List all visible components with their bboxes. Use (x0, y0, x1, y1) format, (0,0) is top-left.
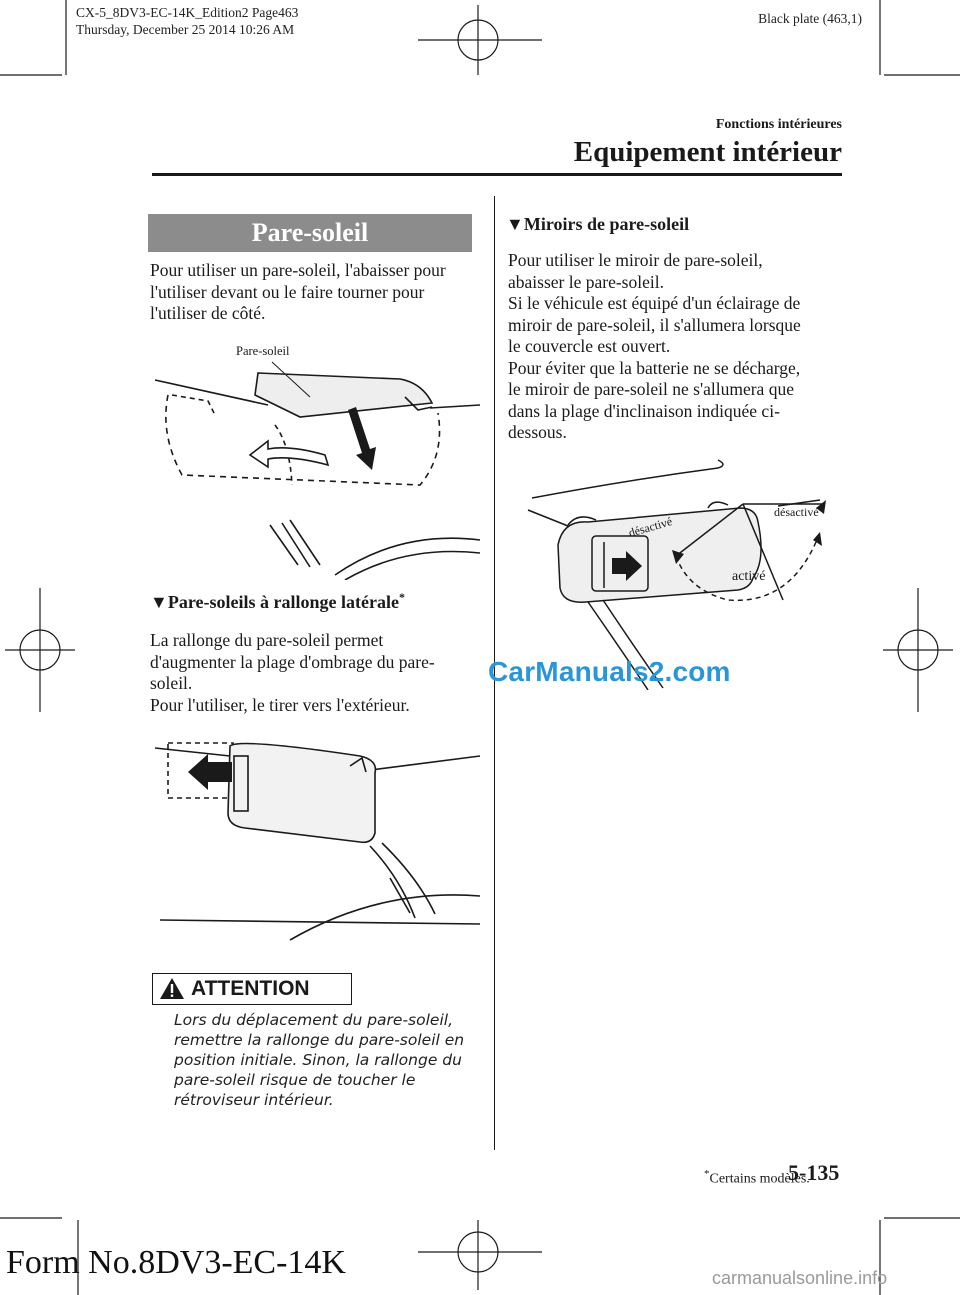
sub-heading-text: Pare-soleils à rallonge latérale (167, 592, 399, 612)
text-line: Pour utiliser un pare-soleil, l'abaisser… (150, 260, 446, 280)
triangle-marker-icon: ▼ (150, 592, 168, 612)
attention-badge: ATTENTION (152, 973, 352, 1005)
column-divider (494, 196, 495, 1150)
chapter-title: Fonctions intérieures (715, 117, 842, 132)
attention-text: Lors du déplacement du pare-soleil, reme… (174, 1010, 484, 1110)
text-line: La rallonge du pare-soleil permet (150, 630, 384, 650)
text-line: position initiale. Sinon, la rallonge du (174, 1051, 462, 1069)
section-title: Equipement intérieur (573, 136, 842, 168)
text-line: le couvercle est ouvert. (508, 336, 671, 356)
site-watermark: carmanualsonline.info (712, 1268, 888, 1288)
header-rule (152, 173, 842, 176)
text-line: d'augmenter la plage d'ombrage du pare- (150, 651, 435, 672)
sub-heading-text: Miroirs de pare-soleil (523, 214, 690, 234)
mirror-paragraph: Pour utiliser le miroir de pare-soleil, … (508, 250, 843, 444)
footnote: *Certains modèles. (704, 1168, 810, 1188)
footnote-star: * (704, 1168, 710, 1180)
text-line: le miroir de pare-soleil ne s'allumera q… (508, 379, 794, 399)
asterisk-note: * (398, 590, 405, 604)
sub-heading: ▼Pare-soleils à rallonge latérale* (150, 590, 405, 613)
attention-label: ATTENTION (191, 977, 310, 1000)
off-right-label: désactivé (774, 505, 819, 519)
text-line: Pour utiliser le miroir de pare-soleil, (508, 250, 763, 270)
visor-extension-figure (154, 742, 480, 941)
text-line: dans la plage d'inclinaison indiquée ci- (508, 400, 780, 421)
section-heading: Pare-soleil (148, 214, 472, 252)
plate-label: Black plate (463,1) (758, 11, 862, 26)
text-line: miroir de pare-soleil, il s'allumera lor… (508, 314, 801, 335)
headliner-edge (154, 379, 269, 406)
text-line: l'utiliser devant ou le faire tourner po… (150, 281, 425, 302)
print-file-line: CX-5_8DV3-EC-14K_Edition2 Page463 (76, 5, 299, 20)
text-line: rétroviseur intérieur. (174, 1091, 334, 1109)
text-line: abaisser le pare-soleil. (508, 271, 664, 292)
mirror-angle-figure: désactivé désactivé activé (527, 459, 826, 690)
footnote-text: Certains modèles. (709, 1171, 810, 1187)
triangle-marker-icon: ▼ (506, 214, 524, 234)
page-number: 5-135 (788, 1160, 840, 1185)
watermark-text: CarManuals2.com (488, 656, 731, 687)
pull-arrow-icon (188, 754, 232, 790)
rotate-arrow-icon (248, 439, 330, 469)
text-line: remettre la rallonge du pare-soleil en (174, 1031, 465, 1049)
text-line: l'utiliser de côté. (150, 303, 266, 323)
text-line: Pour éviter que la batterie ne se déchar… (508, 357, 801, 378)
text-line: Lors du déplacement du pare-soleil, (174, 1011, 453, 1029)
open-arrow-icon (612, 551, 642, 581)
on-label: activé (732, 569, 765, 584)
text-line: Pour l'utiliser, le tirer vers l'extérie… (150, 694, 410, 715)
intro-paragraph: Pour utiliser un pare-soleil, l'abaisser… (150, 260, 480, 325)
sun-visor-figure: Pare-soleil (154, 344, 480, 580)
extension-paragraph: La rallonge du pare-soleil permet d'augm… (150, 630, 480, 716)
print-date-line: Thursday, December 25 2014 10:26 AM (76, 22, 295, 37)
text-line: Si le véhicule est équipé d'un éclairage… (508, 293, 801, 313)
text-line: dessous. (508, 422, 567, 442)
form-number: Form No.8DV3-EC-14K (6, 1244, 346, 1281)
mirror-sub-heading: ▼Miroirs de pare-soleil (506, 214, 689, 235)
text-line: soleil. (150, 673, 193, 693)
text-line: pare-soleil risque de toucher le (174, 1071, 416, 1089)
visor-callout-label: Pare-soleil (236, 344, 290, 358)
warning-triangle-icon (160, 978, 184, 999)
down-arrow-icon (348, 407, 376, 470)
